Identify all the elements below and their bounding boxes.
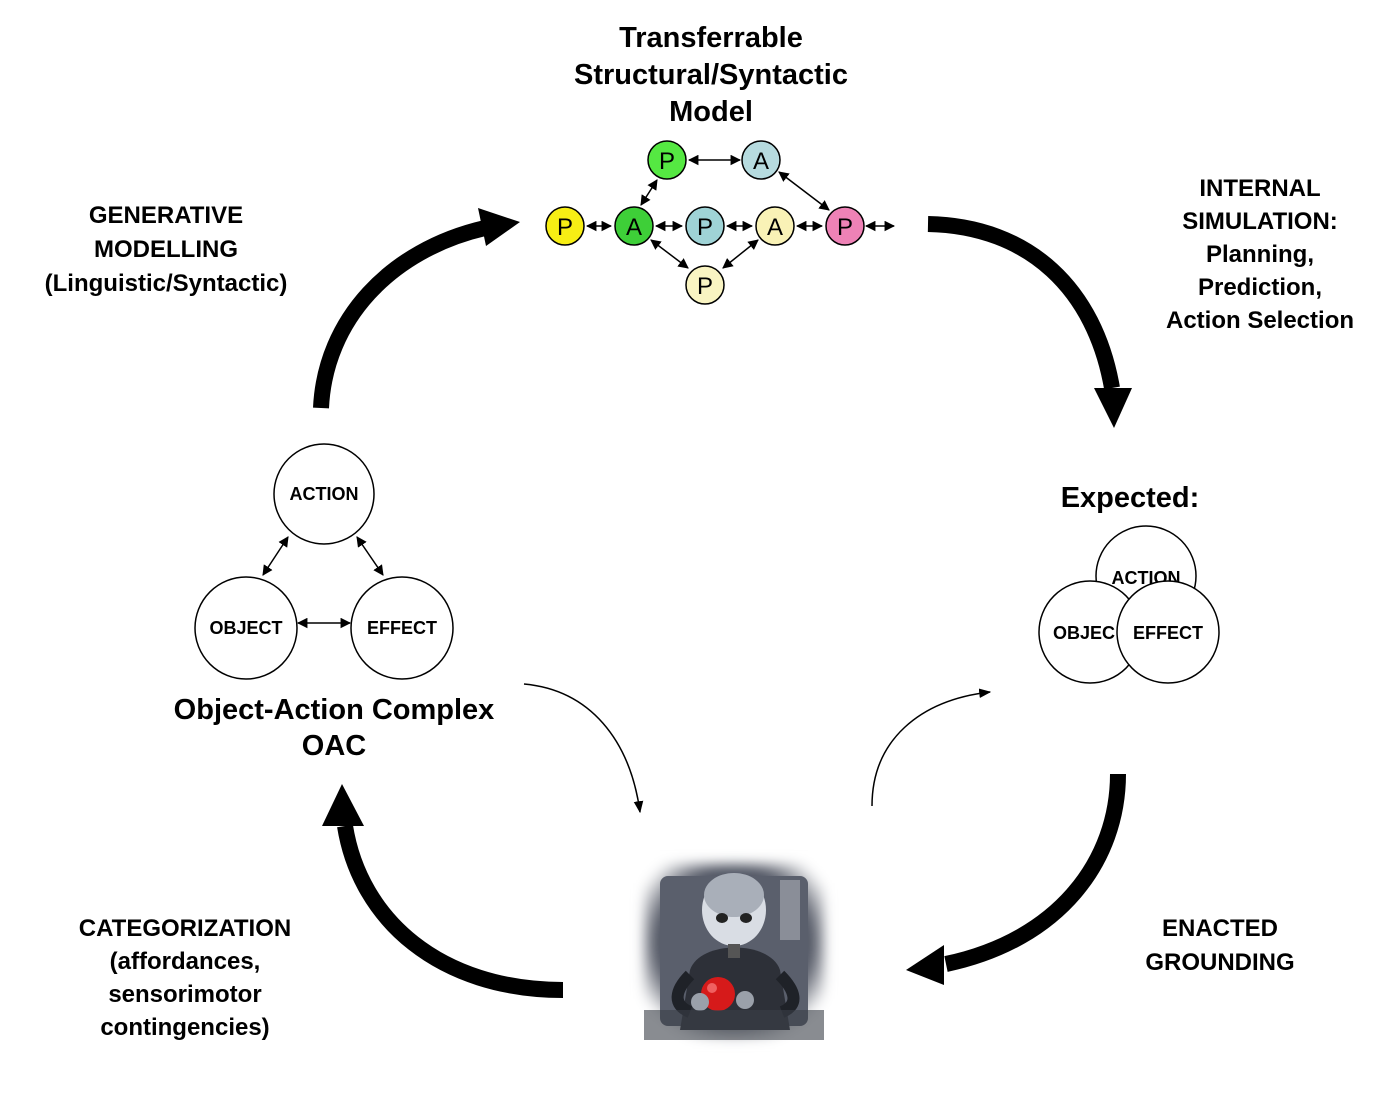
svg-text:A: A	[767, 214, 783, 241]
network-node-p3: P	[825, 206, 865, 246]
expected-venn: ACTION OBJEC EFFECT	[1038, 525, 1220, 684]
oac-line-2: OAC	[301, 730, 367, 762]
label-expected: Expected:	[1060, 482, 1200, 514]
svg-text:EFFECT: EFFECT	[367, 618, 437, 638]
expected-node-effect: EFFECT	[1116, 580, 1220, 684]
svg-text:ACTION: ACTION	[290, 484, 359, 504]
svg-text:A: A	[753, 148, 769, 175]
title-line-3: Model	[669, 96, 753, 128]
oac-node-action: ACTION	[273, 443, 375, 545]
categorization-line-4: contingencies)	[100, 1014, 270, 1041]
internal-line-3: Planning,	[1206, 241, 1314, 268]
internal-line-2: SIMULATION:	[1182, 208, 1338, 235]
label-categorization: CATEGORIZATION (affordances, sensorimoto…	[40, 912, 330, 1044]
internal-line-5: Action Selection	[1165, 307, 1355, 334]
oac-node-effect: EFFECT	[350, 576, 454, 680]
oac-node-object: OBJECT	[194, 576, 298, 680]
generative-line-1: GENERATIVE	[88, 202, 244, 229]
robot-image	[644, 864, 824, 1040]
label-oac: Object-Action Complex OAC	[140, 692, 528, 764]
thin-arrow-robot-to-expected	[871, 688, 992, 807]
network-node-bottom-p: P	[685, 265, 725, 305]
network-node-a2: A	[755, 206, 795, 246]
cycle-arrowhead-enacted	[906, 945, 944, 985]
svg-text:P: P	[697, 214, 713, 241]
cycle-arrow-enacted	[944, 773, 1126, 972]
title-line-2: Structural/Syntactic	[574, 59, 848, 91]
network-edges	[585, 154, 896, 269]
label-internal-simulation: INTERNAL SIMULATION: Planning, Predictio…	[1140, 172, 1380, 337]
network-node-a1: A	[614, 206, 654, 246]
categorization-line-1: CATEGORIZATION	[78, 915, 292, 942]
cycle-arrowhead-generative	[478, 208, 520, 246]
internal-line-1: INTERNAL	[1199, 175, 1321, 202]
cycle-arrowhead-internal	[1094, 388, 1132, 428]
svg-text:P: P	[557, 214, 573, 241]
generative-line-2: MODELLING	[94, 236, 238, 263]
svg-text:P: P	[659, 148, 675, 175]
internal-line-4: Prediction,	[1197, 274, 1323, 301]
cycle-arrow-categorization	[337, 824, 564, 998]
title-line-1: Transferrable	[619, 22, 803, 54]
network-node-top-a: A	[741, 140, 781, 180]
network-node-p1: P	[545, 206, 585, 246]
oac-line-1: Object-Action Complex	[173, 694, 495, 726]
expected-node-object: OBJEC	[1038, 580, 1142, 684]
network-node-p2: P	[685, 206, 725, 246]
label-generative-modelling: GENERATIVE MODELLING (Linguistic/Syntact…	[16, 199, 316, 301]
network-node-top-p: P	[647, 140, 687, 180]
categorization-line-2: (affordances,	[109, 948, 261, 975]
svg-text:P: P	[837, 214, 853, 241]
svg-text:EFFECT: EFFECT	[1133, 623, 1203, 643]
title-transferrable-model: Transferrable Structural/Syntactic Model	[531, 20, 891, 131]
generative-line-3: (Linguistic/Syntactic)	[44, 270, 288, 297]
thin-arrow-oac-to-robot	[523, 683, 644, 814]
oac-triangle: ACTION OBJECT EFFECT	[194, 443, 454, 680]
enacted-line-2: GROUNDING	[1145, 949, 1295, 976]
cycle-arrowhead-categorization	[322, 784, 364, 826]
label-enacted-grounding: ENACTED GROUNDING	[1120, 912, 1320, 980]
enacted-line-1: ENACTED	[1161, 915, 1278, 942]
categorization-line-3: sensorimotor	[108, 981, 262, 1008]
cycle-arrow-internal	[927, 216, 1120, 390]
svg-text:OBJECT: OBJECT	[209, 618, 282, 638]
svg-text:OBJEC: OBJEC	[1053, 623, 1115, 643]
network-nodes: P A P A P P A P	[545, 140, 865, 305]
cycle-arrow-generative	[313, 220, 487, 409]
svg-text:P: P	[697, 273, 713, 300]
svg-text:A: A	[626, 214, 642, 241]
